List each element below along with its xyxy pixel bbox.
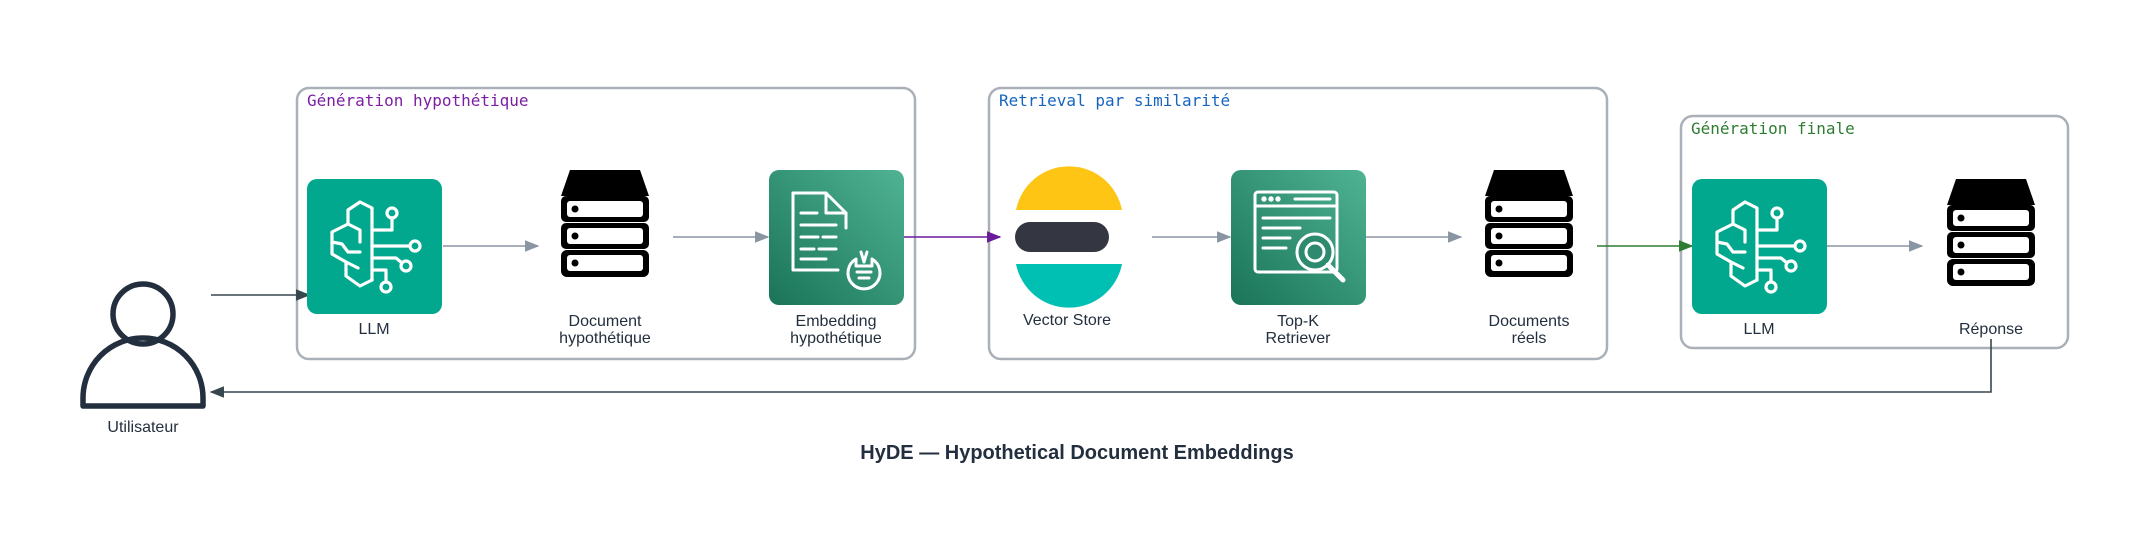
edges	[209, 231, 1992, 398]
vector-store-label: Vector Store	[1023, 312, 1111, 329]
node-llm-2: LLM	[1692, 179, 1827, 338]
document-lightbulb-icon	[791, 191, 882, 291]
llm-1-label: LLM	[358, 321, 389, 338]
group-retrieval-label: Retrieval par similarité	[999, 91, 1230, 110]
real-documents-label-line1: Documents	[1489, 313, 1570, 330]
node-llm-1: LLM	[307, 179, 442, 338]
topk-retriever-label-line1: Top-K	[1277, 313, 1319, 330]
group-hypothetical-label: Génération hypothétique	[307, 91, 529, 110]
node-user: Utilisateur	[80, 281, 206, 436]
node-response: Réponse	[1947, 179, 2035, 338]
hypothetical-document-label-line1: Document	[569, 313, 642, 330]
user-label: Utilisateur	[107, 419, 179, 436]
llm-2-label: LLM	[1743, 321, 1774, 338]
elastic-logo-icon	[1015, 166, 1152, 315]
server-stack-icon	[1485, 170, 1573, 277]
user-icon	[80, 281, 206, 409]
real-documents-label-line2: réels	[1512, 330, 1547, 347]
diagram-title: HyDE — Hypothetical Document Embeddings	[860, 442, 1293, 464]
edge-response-to-user	[209, 339, 1992, 398]
group-final: Génération finale	[1679, 114, 2070, 350]
response-label: Réponse	[1959, 321, 2023, 338]
hypothetical-document-label-line2: hypothétique	[559, 330, 651, 347]
group-hypothetical: Génération hypothétique	[295, 86, 917, 361]
node-vector-store: Vector Store	[1015, 166, 1152, 329]
embedding-label-line1: Embedding	[796, 313, 877, 330]
group-final-label: Génération finale	[1691, 119, 1855, 138]
embedding-label-line2: hypothétique	[790, 330, 882, 347]
node-real-documents: Documents réels	[1485, 170, 1573, 347]
server-stack-icon	[561, 170, 649, 277]
topk-retriever-label-line2: Retriever	[1266, 330, 1332, 347]
group-retrieval: Retrieval par similarité	[987, 86, 1609, 361]
server-stack-icon	[1947, 179, 2035, 286]
search-window-icon	[1253, 190, 1346, 283]
node-embedding: Embedding hypothétique	[769, 170, 904, 347]
node-hypothetical-document: Document hypothétique	[559, 170, 651, 347]
node-topk-retriever: Top-K Retriever	[1231, 170, 1366, 347]
